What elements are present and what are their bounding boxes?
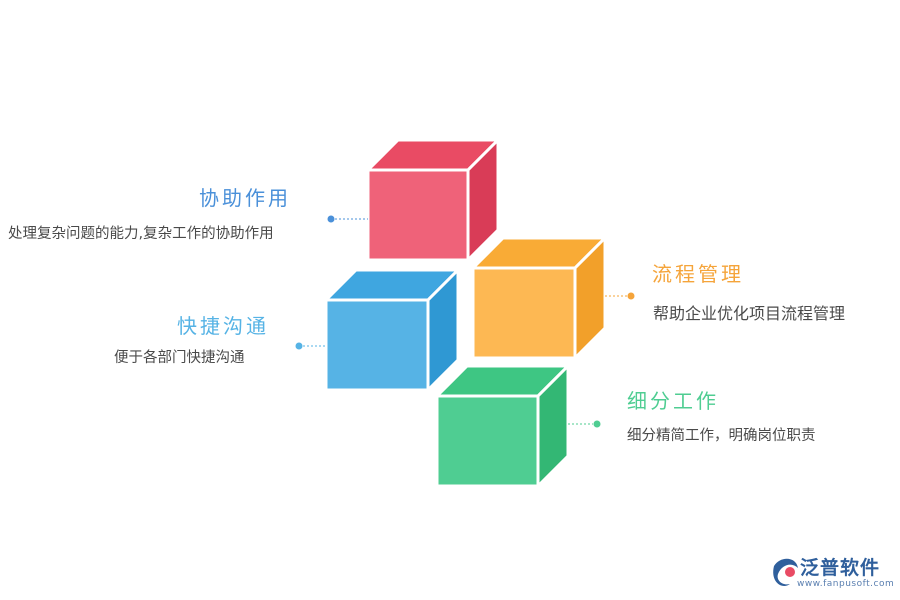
title-subdivision: 细分工作 [627, 389, 719, 413]
cube-process [471, 236, 607, 360]
cube-subdivision-front [435, 394, 540, 488]
connector-communication [295, 342, 326, 350]
brand-url: www.fanpusoft.com [797, 579, 895, 589]
desc-collaboration: 处理复杂问题的能力,复杂工作的协助作用 [8, 226, 274, 242]
fanpu-logo-icon [773, 558, 798, 586]
connector-subdivision [568, 420, 601, 428]
cube-communication [324, 268, 460, 392]
desc-communication: 便于各部门快捷沟通 [114, 350, 245, 366]
connector-process [605, 292, 635, 300]
title-communication: 快捷沟通 [177, 314, 269, 338]
cube-process-front [471, 266, 577, 360]
cube-collaboration-front [366, 168, 470, 262]
cube-subdivision [435, 364, 570, 488]
title-collaboration: 协助作用 [199, 186, 291, 210]
desc-process: 帮助企业优化项目流程管理 [653, 304, 846, 323]
brand-name: 泛普软件 [800, 557, 881, 579]
title-process: 流程管理 [652, 262, 744, 286]
cube-communication-front [324, 298, 430, 392]
desc-subdivision: 细分精简工作，明确岗位职责 [627, 428, 816, 444]
cube-collaboration [366, 138, 500, 262]
connector-collaboration [327, 215, 368, 223]
